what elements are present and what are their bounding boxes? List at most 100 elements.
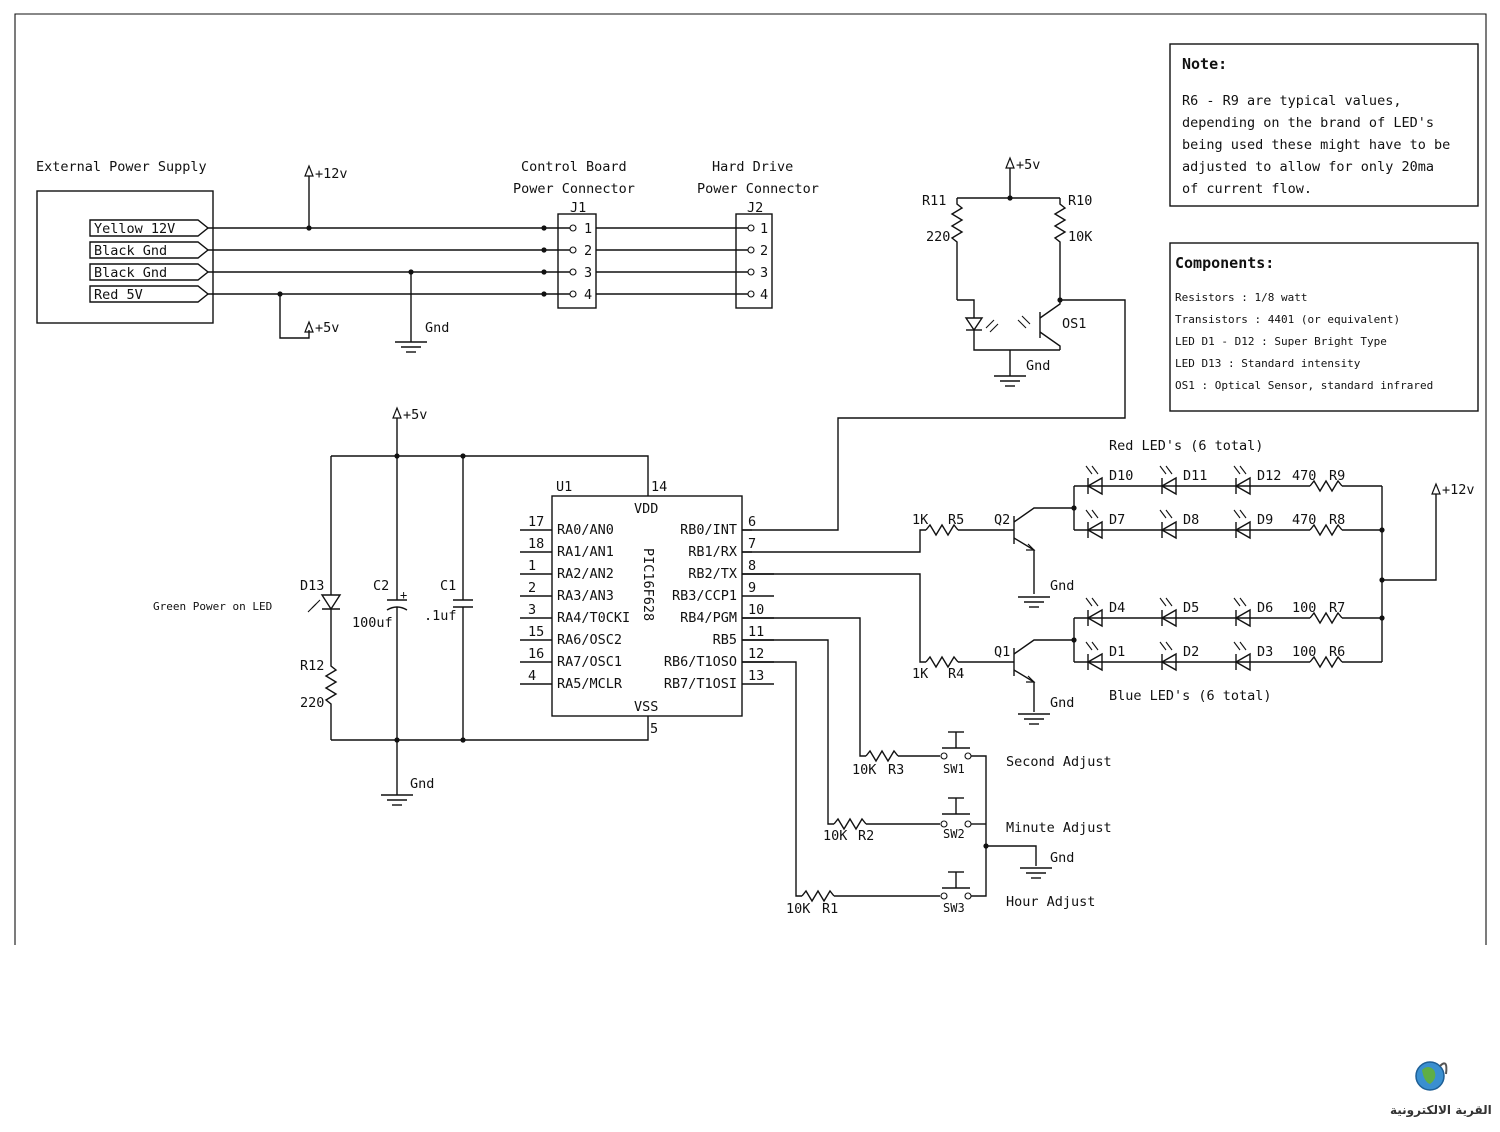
led-row-resistor-label: R6 xyxy=(1329,644,1345,660)
led-label: D12 xyxy=(1257,468,1281,484)
mcu-right-pin-number: 12 xyxy=(748,646,764,662)
r2-label: R2 xyxy=(858,828,874,844)
p5-label-mcu: +5v xyxy=(403,407,427,423)
led-row-resistor-label: R7 xyxy=(1329,600,1345,616)
components-line-2: Transistors : 4401 (or equivalent) xyxy=(1175,313,1400,326)
mcu-left-pin-name: RA7/OSC1 xyxy=(557,654,622,670)
supply-title: External Power Supply xyxy=(36,159,207,175)
led-label: D7 xyxy=(1109,512,1125,528)
j2-pin-3: 3 xyxy=(760,265,768,281)
components-line-3: LED D1 - D12 : Super Bright Type xyxy=(1175,335,1387,348)
mcu-left-pin-name: RA2/AN2 xyxy=(557,566,614,582)
mcu-right-pin-name: RB0/INT xyxy=(680,522,737,538)
mcu-right-pin-name: RB5 xyxy=(713,632,737,648)
vdd-pin-number: 14 xyxy=(651,479,667,495)
led-row-resistor-value: 100 xyxy=(1292,644,1316,660)
green-led-label: Green Power on LED xyxy=(153,600,272,613)
mcu-right-pin-name: RB3/CCP1 xyxy=(672,588,737,604)
gnd-label-mcu: Gnd xyxy=(410,776,434,792)
components-line-1: Resistors : 1/8 watt xyxy=(1175,291,1307,304)
r1-label: R1 xyxy=(822,901,838,917)
led-label: D2 xyxy=(1183,644,1199,660)
mcu-left-pin-number: 4 xyxy=(528,668,536,684)
page-frame xyxy=(14,13,1487,945)
j1-pin-4: 4 xyxy=(584,287,592,303)
mcu-part-number: PIC16F628 xyxy=(640,548,656,621)
gnd-label-q1: Gnd xyxy=(1050,695,1074,711)
led-label: D5 xyxy=(1183,600,1199,616)
gnd-label-sensor: Gnd xyxy=(1026,358,1050,374)
mcu-left-pin-number: 1 xyxy=(528,558,536,574)
adjust-switches: 10K R3 SW1 Second Adjust 10K R2 SW2 Minu… xyxy=(742,617,1112,917)
gnd-label-switches: Gnd xyxy=(1050,850,1074,866)
r12-value: 220 xyxy=(300,695,324,711)
led-array: Red LED's (6 total) Blue LED's (6 total)… xyxy=(1071,438,1475,704)
optical-sensor-circuit: +5v R11 220 R10 10K OS1 Gnd xyxy=(742,157,1126,531)
external-power-supply: External Power Supply Yellow 12V Black G… xyxy=(36,159,214,324)
j2-pin-2: 2 xyxy=(760,243,768,259)
led-label: D1 xyxy=(1109,644,1125,660)
watermark-logo: القرية الالكترونية xyxy=(1390,1061,1492,1118)
note-line-2: depending on the brand of LED's xyxy=(1182,115,1434,131)
mcu-left-pin-number: 3 xyxy=(528,602,536,618)
gnd-label-supply: Gnd xyxy=(425,320,449,336)
p12-label-top: +12v xyxy=(315,166,348,182)
p5-label-sensor: +5v xyxy=(1016,157,1040,173)
blue-leds-title: Blue LED's (6 total) xyxy=(1109,688,1272,704)
r1-value: 10K xyxy=(786,901,811,917)
mcu-right-pin-number: 9 xyxy=(748,580,756,596)
led-label: D8 xyxy=(1183,512,1199,528)
r10-label: R10 xyxy=(1068,193,1092,209)
led-label: D3 xyxy=(1257,644,1273,660)
c1-value: .1uf xyxy=(424,608,457,624)
r10-value: 10K xyxy=(1068,229,1093,245)
mcu-left-pin-name: RA5/MCLR xyxy=(557,676,623,692)
mcu-right-pin-name: RB2/TX xyxy=(688,566,737,582)
j1-pin-2: 2 xyxy=(584,243,592,259)
q1-label: Q1 xyxy=(994,644,1010,660)
mcu-right-pins: 6RB0/INT7RB1/RX8RB2/TX9RB3/CCP110RB4/PGM… xyxy=(664,514,774,692)
note-line-1: R6 - R9 are typical values, xyxy=(1182,93,1401,109)
j2-title-1: Hard Drive xyxy=(712,159,793,175)
led-row-resistor-value: 100 xyxy=(1292,600,1316,616)
watermark-text: القرية الالكترونية xyxy=(1390,1103,1492,1118)
mcu-left-pin-number: 18 xyxy=(528,536,544,552)
mcu-left-pin-name: RA0/AN0 xyxy=(557,522,614,538)
sw3-description: Hour Adjust xyxy=(1006,894,1095,910)
vss-pin-number: 5 xyxy=(650,721,658,737)
j1-ref: J1 xyxy=(570,200,586,216)
components-title: Components: xyxy=(1175,254,1274,272)
d13-label: D13 xyxy=(300,578,324,594)
j2-pin-4: 4 xyxy=(760,287,768,303)
sw1-label: SW1 xyxy=(943,762,965,776)
wire-black-label-1: Black Gnd xyxy=(94,243,167,259)
mcu-right-pin-name: RB1/RX xyxy=(688,544,737,560)
mcu-right-pin-number: 8 xyxy=(748,558,756,574)
note-line-3: being used these might have to be xyxy=(1182,137,1450,153)
r5-value: 1K xyxy=(912,512,929,528)
mcu-left-pin-number: 15 xyxy=(528,624,544,640)
r3-label: R3 xyxy=(888,762,904,778)
mcu-left-pin-name: RA1/AN1 xyxy=(557,544,614,560)
svg-text:+: + xyxy=(400,588,407,602)
j1-pin-1: 1 xyxy=(584,221,592,237)
c2-value: 100uf xyxy=(352,615,393,631)
r5-label: R5 xyxy=(948,512,964,528)
sw1-description: Second Adjust xyxy=(1006,754,1112,770)
note-box: Note: R6 - R9 are typical values, depend… xyxy=(1169,43,1479,207)
r11-value: 220 xyxy=(926,229,950,245)
p5-label-supply: +5v xyxy=(315,320,339,336)
q2-label: Q2 xyxy=(994,512,1010,528)
j2-title-2: Power Connector xyxy=(697,181,819,197)
power-led-circuit: +5v D13 Green Power on LED R12 220 + C2 … xyxy=(153,407,649,806)
mcu-left-pin-name: RA4/T0CKI xyxy=(557,610,630,626)
led-row-resistor-value: 470 xyxy=(1292,512,1316,528)
led-label: D11 xyxy=(1183,468,1207,484)
red-leds-title: Red LED's (6 total) xyxy=(1109,438,1263,454)
mcu-right-pin-number: 10 xyxy=(748,602,764,618)
components-line-4: LED D13 : Standard intensity xyxy=(1175,357,1361,370)
led-label: D10 xyxy=(1109,468,1133,484)
j1-pin-3: 3 xyxy=(584,265,592,281)
